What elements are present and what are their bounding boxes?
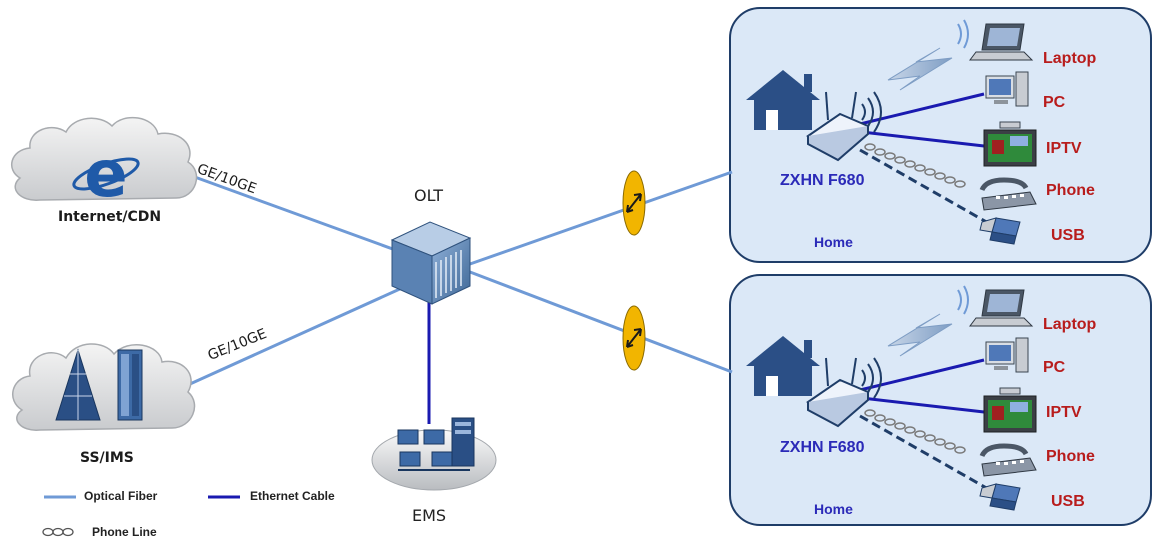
pc-icon bbox=[985, 337, 1029, 373]
usb-drive-icon bbox=[979, 483, 1021, 511]
device-label-pc: PC bbox=[1043, 94, 1066, 111]
legend-optical-fiber-label: Optical Fiber bbox=[84, 489, 158, 503]
device-label-usb: USB bbox=[1051, 493, 1085, 510]
ss-ims-cloud bbox=[12, 343, 196, 431]
tv-icon bbox=[983, 121, 1037, 167]
olt-chassis-icon bbox=[390, 221, 472, 305]
fiber-olt-home2 bbox=[469, 270, 733, 374]
internet-cloud: e bbox=[10, 116, 198, 212]
legend-phone-line-label: Phone Line bbox=[92, 525, 157, 539]
device-label-iptv: IPTV bbox=[1046, 140, 1082, 157]
wireless-bolt-icon bbox=[887, 19, 969, 91]
laptop-icon bbox=[969, 23, 1034, 61]
ont-model-label: ZXHN F680 bbox=[780, 439, 865, 456]
server-cluster-icon bbox=[371, 417, 497, 491]
ems-label: EMS bbox=[412, 506, 447, 525]
ss-ims-label: SS/IMS bbox=[80, 450, 134, 466]
usb-cable bbox=[859, 414, 991, 492]
legend bbox=[42, 495, 240, 537]
ethernet-to-iptv bbox=[861, 130, 985, 148]
device-label-pc: PC bbox=[1043, 359, 1066, 376]
optical-fiber-links bbox=[189, 170, 733, 386]
fiber-olt-home1 bbox=[469, 170, 733, 266]
softswitch-server-icon bbox=[55, 348, 143, 421]
ont-router-icon bbox=[806, 357, 882, 428]
house-icon bbox=[746, 70, 820, 130]
olt-label: OLT bbox=[414, 186, 444, 205]
phone-line-wire bbox=[864, 409, 966, 454]
phone-line-wire bbox=[864, 143, 966, 188]
fiber-ssims-olt bbox=[189, 286, 403, 386]
legend-phone-line-swatch bbox=[42, 527, 74, 537]
ont-model-label: ZXHN F680 bbox=[780, 172, 865, 189]
usb-drive-icon bbox=[979, 217, 1021, 245]
device-label-phone: Phone bbox=[1046, 182, 1095, 199]
home-area-label: Home bbox=[814, 234, 853, 250]
home-1-contents bbox=[746, 19, 1037, 245]
optical-splitter-icon bbox=[622, 170, 646, 236]
ethernet-to-iptv bbox=[861, 396, 985, 414]
pc-icon bbox=[985, 71, 1029, 107]
home-area-2 bbox=[729, 274, 1152, 526]
house-icon bbox=[746, 336, 820, 396]
usb-cable bbox=[859, 148, 991, 226]
ont-router-icon bbox=[806, 91, 882, 162]
home-2-contents bbox=[746, 285, 1037, 511]
home-area-label: Home bbox=[814, 501, 853, 517]
fiber-internet-olt bbox=[191, 174, 413, 258]
internet-cdn-label: Internet/CDN bbox=[58, 209, 162, 225]
legend-ethernet-cable-label: Ethernet Cable bbox=[250, 489, 335, 503]
home-area-1 bbox=[729, 7, 1152, 263]
tv-icon bbox=[983, 387, 1037, 433]
device-label-laptop: Laptop bbox=[1043, 316, 1097, 333]
device-label-phone: Phone bbox=[1046, 448, 1095, 465]
laptop-icon bbox=[969, 289, 1034, 327]
optical-splitter-icon bbox=[622, 305, 646, 371]
device-label-usb: USB bbox=[1051, 227, 1085, 244]
ie-globe-icon: e bbox=[72, 138, 140, 212]
svg-text:e: e bbox=[84, 138, 127, 212]
phone-icon bbox=[979, 177, 1037, 211]
device-label-laptop: Laptop bbox=[1043, 50, 1097, 67]
wireless-bolt-icon bbox=[887, 285, 969, 357]
phone-icon bbox=[979, 443, 1037, 477]
device-label-iptv: IPTV bbox=[1046, 404, 1082, 421]
